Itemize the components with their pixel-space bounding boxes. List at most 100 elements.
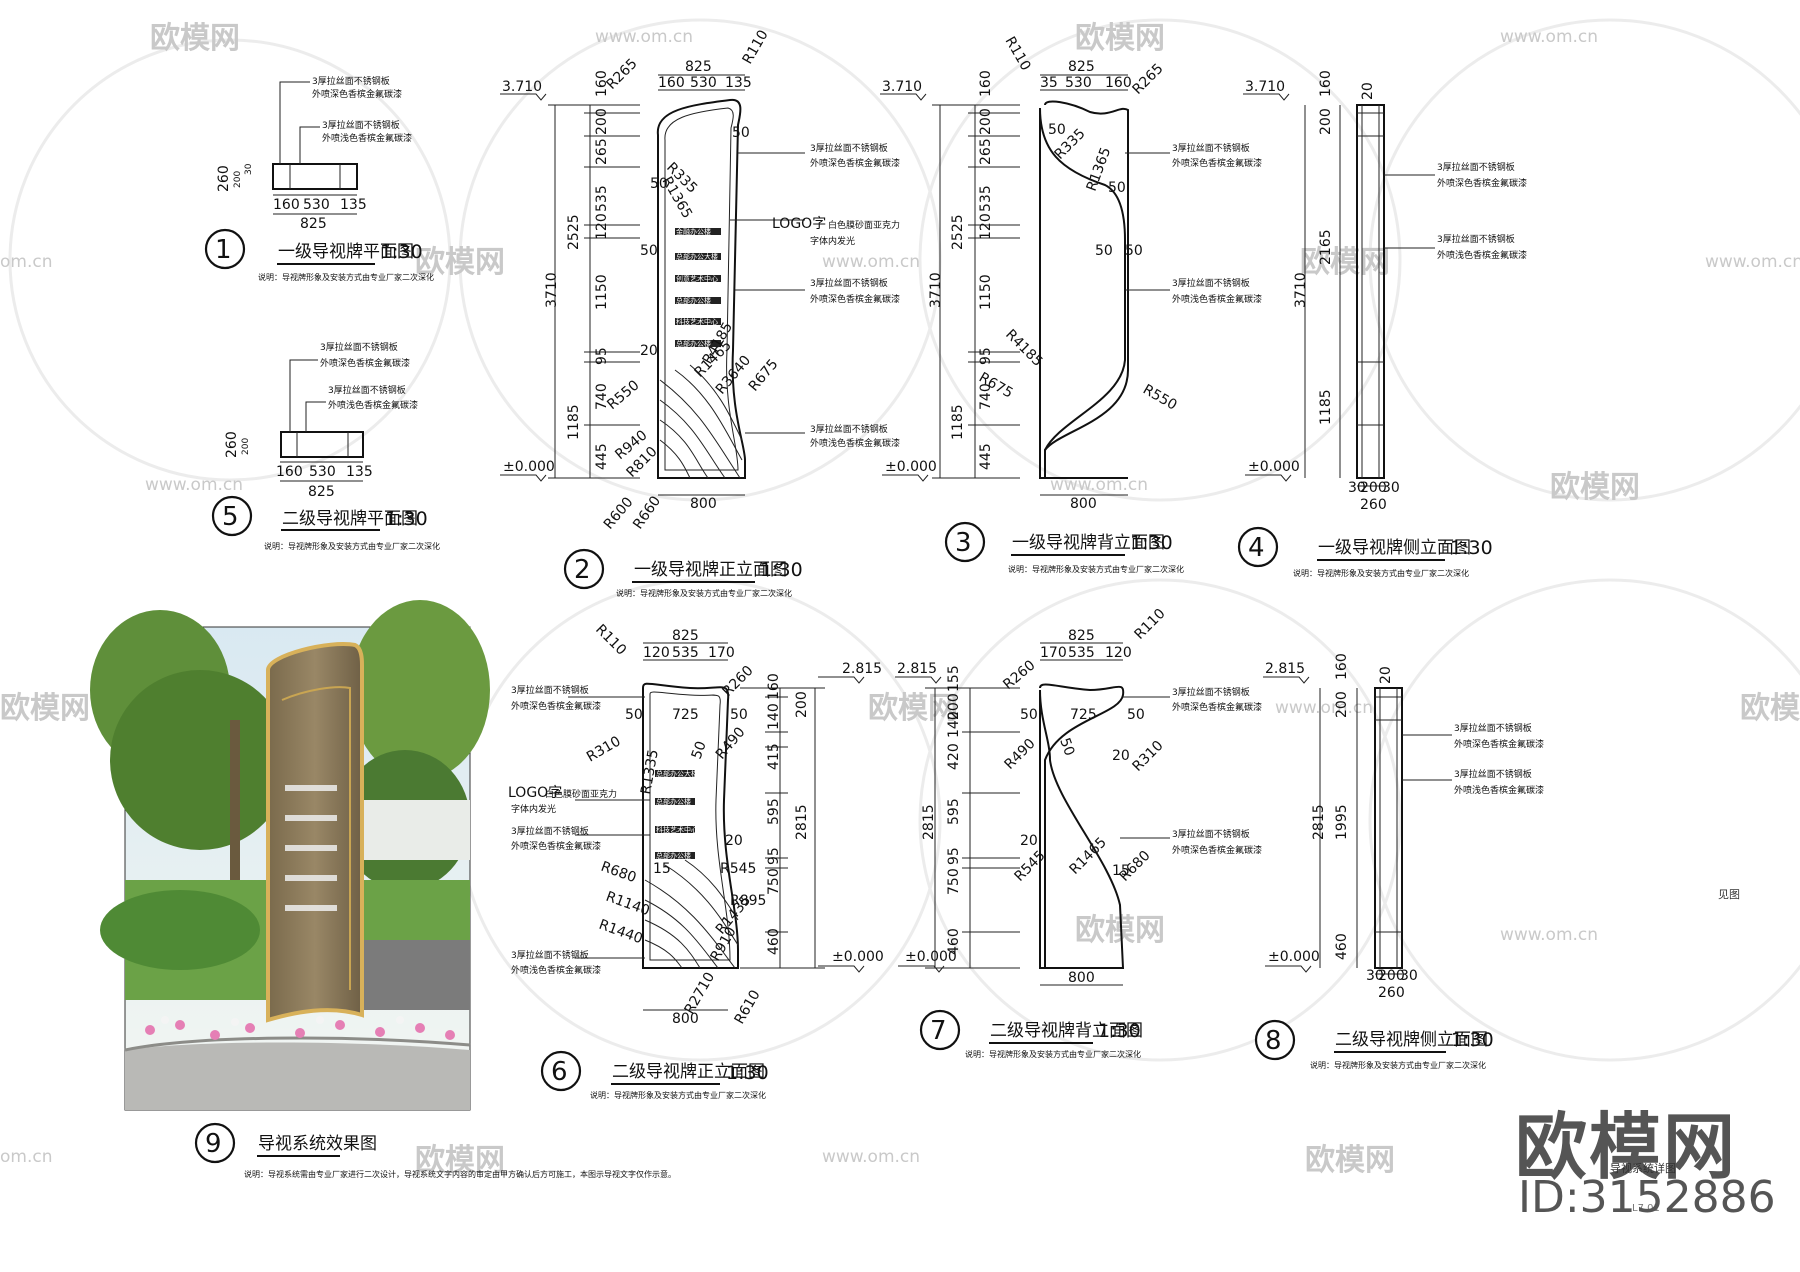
svg-text:外喷深色香槟金氟碳漆: 外喷深色香槟金氟碳漆 <box>1437 177 1527 189</box>
svg-text:导视系统效果图: 导视系统效果图 <box>258 1134 377 1154</box>
plan-outline <box>272 163 358 190</box>
svg-text:2525: 2525 <box>950 214 966 250</box>
svg-text:140: 140 <box>766 703 782 730</box>
svg-text:2.815: 2.815 <box>897 661 937 677</box>
svg-text:50: 50 <box>1095 243 1113 259</box>
svg-text:±0.000: ±0.000 <box>905 949 957 965</box>
svg-text:160: 160 <box>1334 653 1350 680</box>
svg-text:±0.000: ±0.000 <box>1268 949 1320 965</box>
svg-text:740: 740 <box>978 383 994 410</box>
watermark-url: www.om.cn <box>822 252 920 272</box>
svg-text:二级导视牌正立面图: 二级导视牌正立面图 <box>612 1062 765 1082</box>
svg-text:445: 445 <box>978 443 994 470</box>
svg-text:二级导视牌背立面图: 二级导视牌背立面图 <box>990 1021 1143 1041</box>
svg-text:±0.000: ±0.000 <box>885 459 937 475</box>
svg-text:3厚拉丝面不锈钢板: 3厚拉丝面不锈钢板 <box>511 949 589 961</box>
svg-text:外喷浅色香槟金氟碳漆: 外喷浅色香槟金氟碳漆 <box>810 437 900 449</box>
watermark-brand: 欧模网 <box>1550 470 1640 505</box>
svg-text:总部办公大楼: 总部办公大楼 <box>676 252 718 261</box>
sheet-title: 导视系统详图 <box>1610 1162 1676 1175</box>
leader-note: 3厚拉丝面不锈钢板 <box>312 75 390 87</box>
view-2-front-elevation: 金融办公楼 总部办公大楼 创意艺术中心 总部办公楼 科技艺术中心 总部办公楼 8… <box>500 27 900 598</box>
svg-text:50: 50 <box>1020 707 1038 723</box>
svg-text:3.710: 3.710 <box>1245 79 1285 95</box>
svg-text:120: 120 <box>1105 645 1132 661</box>
svg-text:160: 160 <box>594 70 610 97</box>
svg-text:5: 5 <box>222 502 239 532</box>
svg-text:3.710: 3.710 <box>882 79 922 95</box>
svg-text:±0.000: ±0.000 <box>1248 459 1300 475</box>
svg-text:说明：导视牌形象及安装方式由专业厂家二次深化: 说明：导视牌形象及安装方式由专业厂家二次深化 <box>1310 1060 1486 1070</box>
svg-text:800: 800 <box>1070 496 1097 512</box>
svg-text:3厚拉丝面不锈钢板: 3厚拉丝面不锈钢板 <box>1172 277 1250 289</box>
svg-text:R910: R910 <box>708 924 740 964</box>
svg-text:1:30: 1:30 <box>726 1062 769 1084</box>
view-title: 一级导视牌平面图 <box>278 242 414 262</box>
watermark-url: www.om.cn <box>145 475 243 495</box>
svg-text:20: 20 <box>1360 82 1376 100</box>
svg-text:30: 30 <box>1366 968 1384 984</box>
svg-text:200: 200 <box>1318 108 1334 135</box>
watermark-url: www.om.cn <box>1500 925 1598 945</box>
svg-text:R550: R550 <box>604 377 642 413</box>
svg-text:460: 460 <box>1334 933 1350 960</box>
svg-text:白色膜砂面亚克力: 白色膜砂面亚克力 <box>545 788 617 800</box>
svg-text:3厚拉丝面不锈钢板: 3厚拉丝面不锈钢板 <box>1172 142 1250 154</box>
svg-text:155: 155 <box>946 665 962 692</box>
svg-text:1185: 1185 <box>566 404 582 440</box>
svg-text:7: 7 <box>930 1016 947 1046</box>
svg-text:200: 200 <box>978 108 994 135</box>
svg-text:415: 415 <box>766 743 782 770</box>
leader-note: 外喷浅色香槟金氟碳漆 <box>322 132 412 144</box>
svg-text:460: 460 <box>766 928 782 955</box>
svg-text:50: 50 <box>732 125 750 141</box>
svg-text:±0.000: ±0.000 <box>832 949 884 965</box>
svg-text:30: 30 <box>1400 968 1418 984</box>
view-1-plan: 3厚拉丝面不锈钢板 外喷深色香槟金氟碳漆 3厚拉丝面不锈钢板 外喷浅色香槟金氟碳… <box>204 75 434 282</box>
svg-text:2.815: 2.815 <box>1265 661 1305 677</box>
sign-outline <box>642 682 739 969</box>
svg-text:95: 95 <box>766 847 782 865</box>
svg-text:1:30: 1:30 <box>1130 532 1173 554</box>
svg-text:9: 9 <box>205 1129 222 1159</box>
svg-text:30: 30 <box>1348 480 1366 496</box>
svg-text:说明：导视牌形象及安装方式由专业厂家二次深化: 说明：导视牌形象及安装方式由专业厂家二次深化 <box>264 541 440 551</box>
svg-text:530: 530 <box>303 197 330 213</box>
svg-text:3厚拉丝面不锈钢板: 3厚拉丝面不锈钢板 <box>810 277 888 289</box>
watermark-brand: 欧模网 <box>415 245 505 280</box>
svg-text:200: 200 <box>1360 480 1387 496</box>
svg-text:2525: 2525 <box>566 214 582 250</box>
svg-text:825: 825 <box>1068 628 1095 644</box>
svg-text:外喷深色香槟金氟碳漆: 外喷深色香槟金氟碳漆 <box>810 157 900 169</box>
svg-text:一级导视牌侧立面图: 一级导视牌侧立面图 <box>1318 538 1471 558</box>
svg-text:20: 20 <box>725 833 743 849</box>
svg-text:530: 530 <box>309 464 336 480</box>
svg-text:R1440: R1440 <box>597 917 645 948</box>
svg-text:3厚拉丝面不锈钢板: 3厚拉丝面不锈钢板 <box>1454 768 1532 780</box>
svg-text:535: 535 <box>978 185 994 212</box>
watermark-url: om.cn <box>0 252 53 272</box>
view-5-plan: 3厚拉丝面不锈钢板 外喷深色香槟金氟碳漆 3厚拉丝面不锈钢板 外喷浅色香槟金氟碳… <box>211 341 440 551</box>
svg-text:50: 50 <box>1056 736 1077 758</box>
watermark-url: www.om.cn <box>822 1147 920 1167</box>
watermark-brand: 欧模网 <box>1075 21 1165 56</box>
view-number-badge <box>204 228 246 270</box>
svg-text:外喷深色香槟金氟碳漆: 外喷深色香槟金氟碳漆 <box>511 840 601 852</box>
watermark-url: www.om.cn <box>1705 252 1800 272</box>
svg-text:725: 725 <box>1070 707 1097 723</box>
svg-text:50: 50 <box>1108 180 1126 196</box>
svg-text:R260: R260 <box>720 663 757 700</box>
svg-text:2165: 2165 <box>1318 229 1334 265</box>
svg-text:说明：导视牌形象及安装方式由专业厂家二次深化: 说明：导视牌形象及安装方式由专业厂家二次深化 <box>258 272 434 282</box>
svg-text:20: 20 <box>1112 748 1130 764</box>
svg-text:200: 200 <box>1378 968 1405 984</box>
svg-text:二级导视牌侧立面图: 二级导视牌侧立面图 <box>1335 1030 1488 1050</box>
svg-text:2815: 2815 <box>921 804 937 840</box>
svg-text:135: 135 <box>340 197 367 213</box>
svg-text:1150: 1150 <box>978 274 994 310</box>
svg-text:1:30: 1:30 <box>380 241 423 263</box>
view-7-back-elevation: 825 170 535 120 R110 R260 725 50 50 R490… <box>895 606 1262 1059</box>
svg-text:R110: R110 <box>1132 606 1169 643</box>
svg-text:外喷深色香槟金氟碳漆: 外喷深色香槟金氟碳漆 <box>1172 844 1262 856</box>
watermarks: 欧模网 欧模网 欧模网 欧模网 欧模网 欧模网 欧模网 欧模网 欧模网 欧模网 … <box>0 21 1800 1178</box>
